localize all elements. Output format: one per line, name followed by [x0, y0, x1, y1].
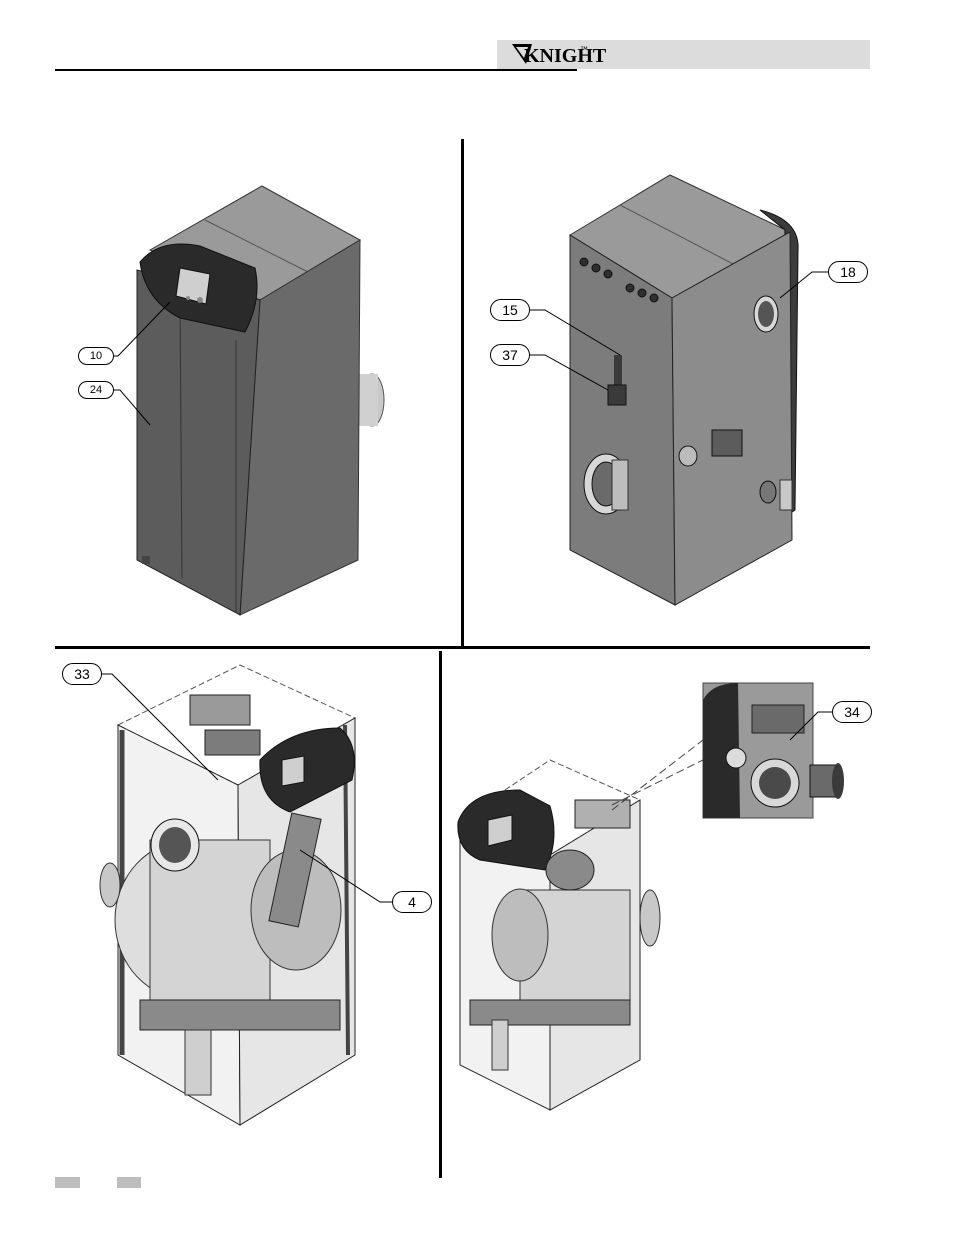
footer-mark-right: [117, 1177, 141, 1188]
callout-33: 33: [62, 663, 102, 685]
callout-4: 4: [392, 891, 432, 913]
boiler-front-view: [108, 186, 384, 615]
boiler-cutaway-right: [458, 740, 703, 1110]
callout-37: 37: [490, 344, 530, 366]
boiler-rear-view: [530, 175, 828, 605]
callout-18: 18: [828, 261, 868, 283]
callout-15: 15: [490, 299, 530, 321]
footer-mark-left: [55, 1177, 80, 1188]
callout-34: 34: [832, 701, 872, 723]
boiler-cutaway-left: [98, 665, 392, 1125]
detail-inset: [703, 683, 844, 818]
callout-24: 24: [78, 381, 114, 399]
callout-10: 10: [78, 347, 114, 365]
